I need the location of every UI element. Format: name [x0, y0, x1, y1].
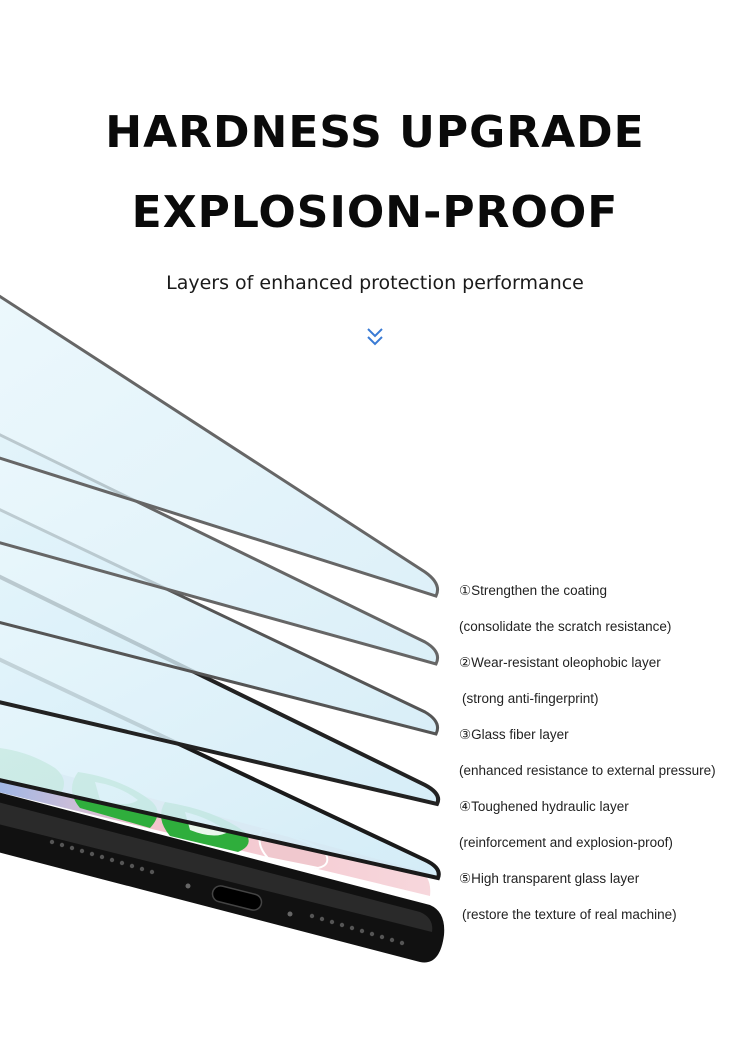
feature-title: ④Toughened hydraulic layer	[459, 799, 629, 814]
headline-line-1: HARDNESS UPGRADE	[105, 107, 645, 158]
feature-title: ⑤High transparent glass layer	[459, 871, 640, 886]
feature-title: ③Glass fiber layer	[459, 727, 569, 742]
subtitle: Layers of enhanced protection performanc…	[166, 272, 584, 294]
speaker-grille	[49, 839, 405, 946]
headline-line-2: EXPLOSION-PROOF	[131, 187, 619, 238]
feature-detail: (strong anti-fingerprint)	[462, 691, 599, 706]
charging-port	[211, 885, 263, 911]
feature-detail: (reinforcement and explosion-proof)	[459, 835, 673, 850]
double-chevron-down-icon	[367, 328, 383, 346]
feature-detail: (restore the texture of real machine)	[462, 907, 677, 922]
feature-detail: (consolidate the scratch resistance)	[459, 619, 672, 634]
glass-layer-1	[0, 294, 440, 598]
feature-title: ②Wear-resistant oleophobic layer	[459, 655, 661, 670]
feature-list: ①Strengthen the coating (consolidate the…	[459, 580, 744, 940]
feature-title: ①Strengthen the coating	[459, 583, 607, 598]
feature-detail: (enhanced resistance to external pressur…	[459, 763, 716, 778]
